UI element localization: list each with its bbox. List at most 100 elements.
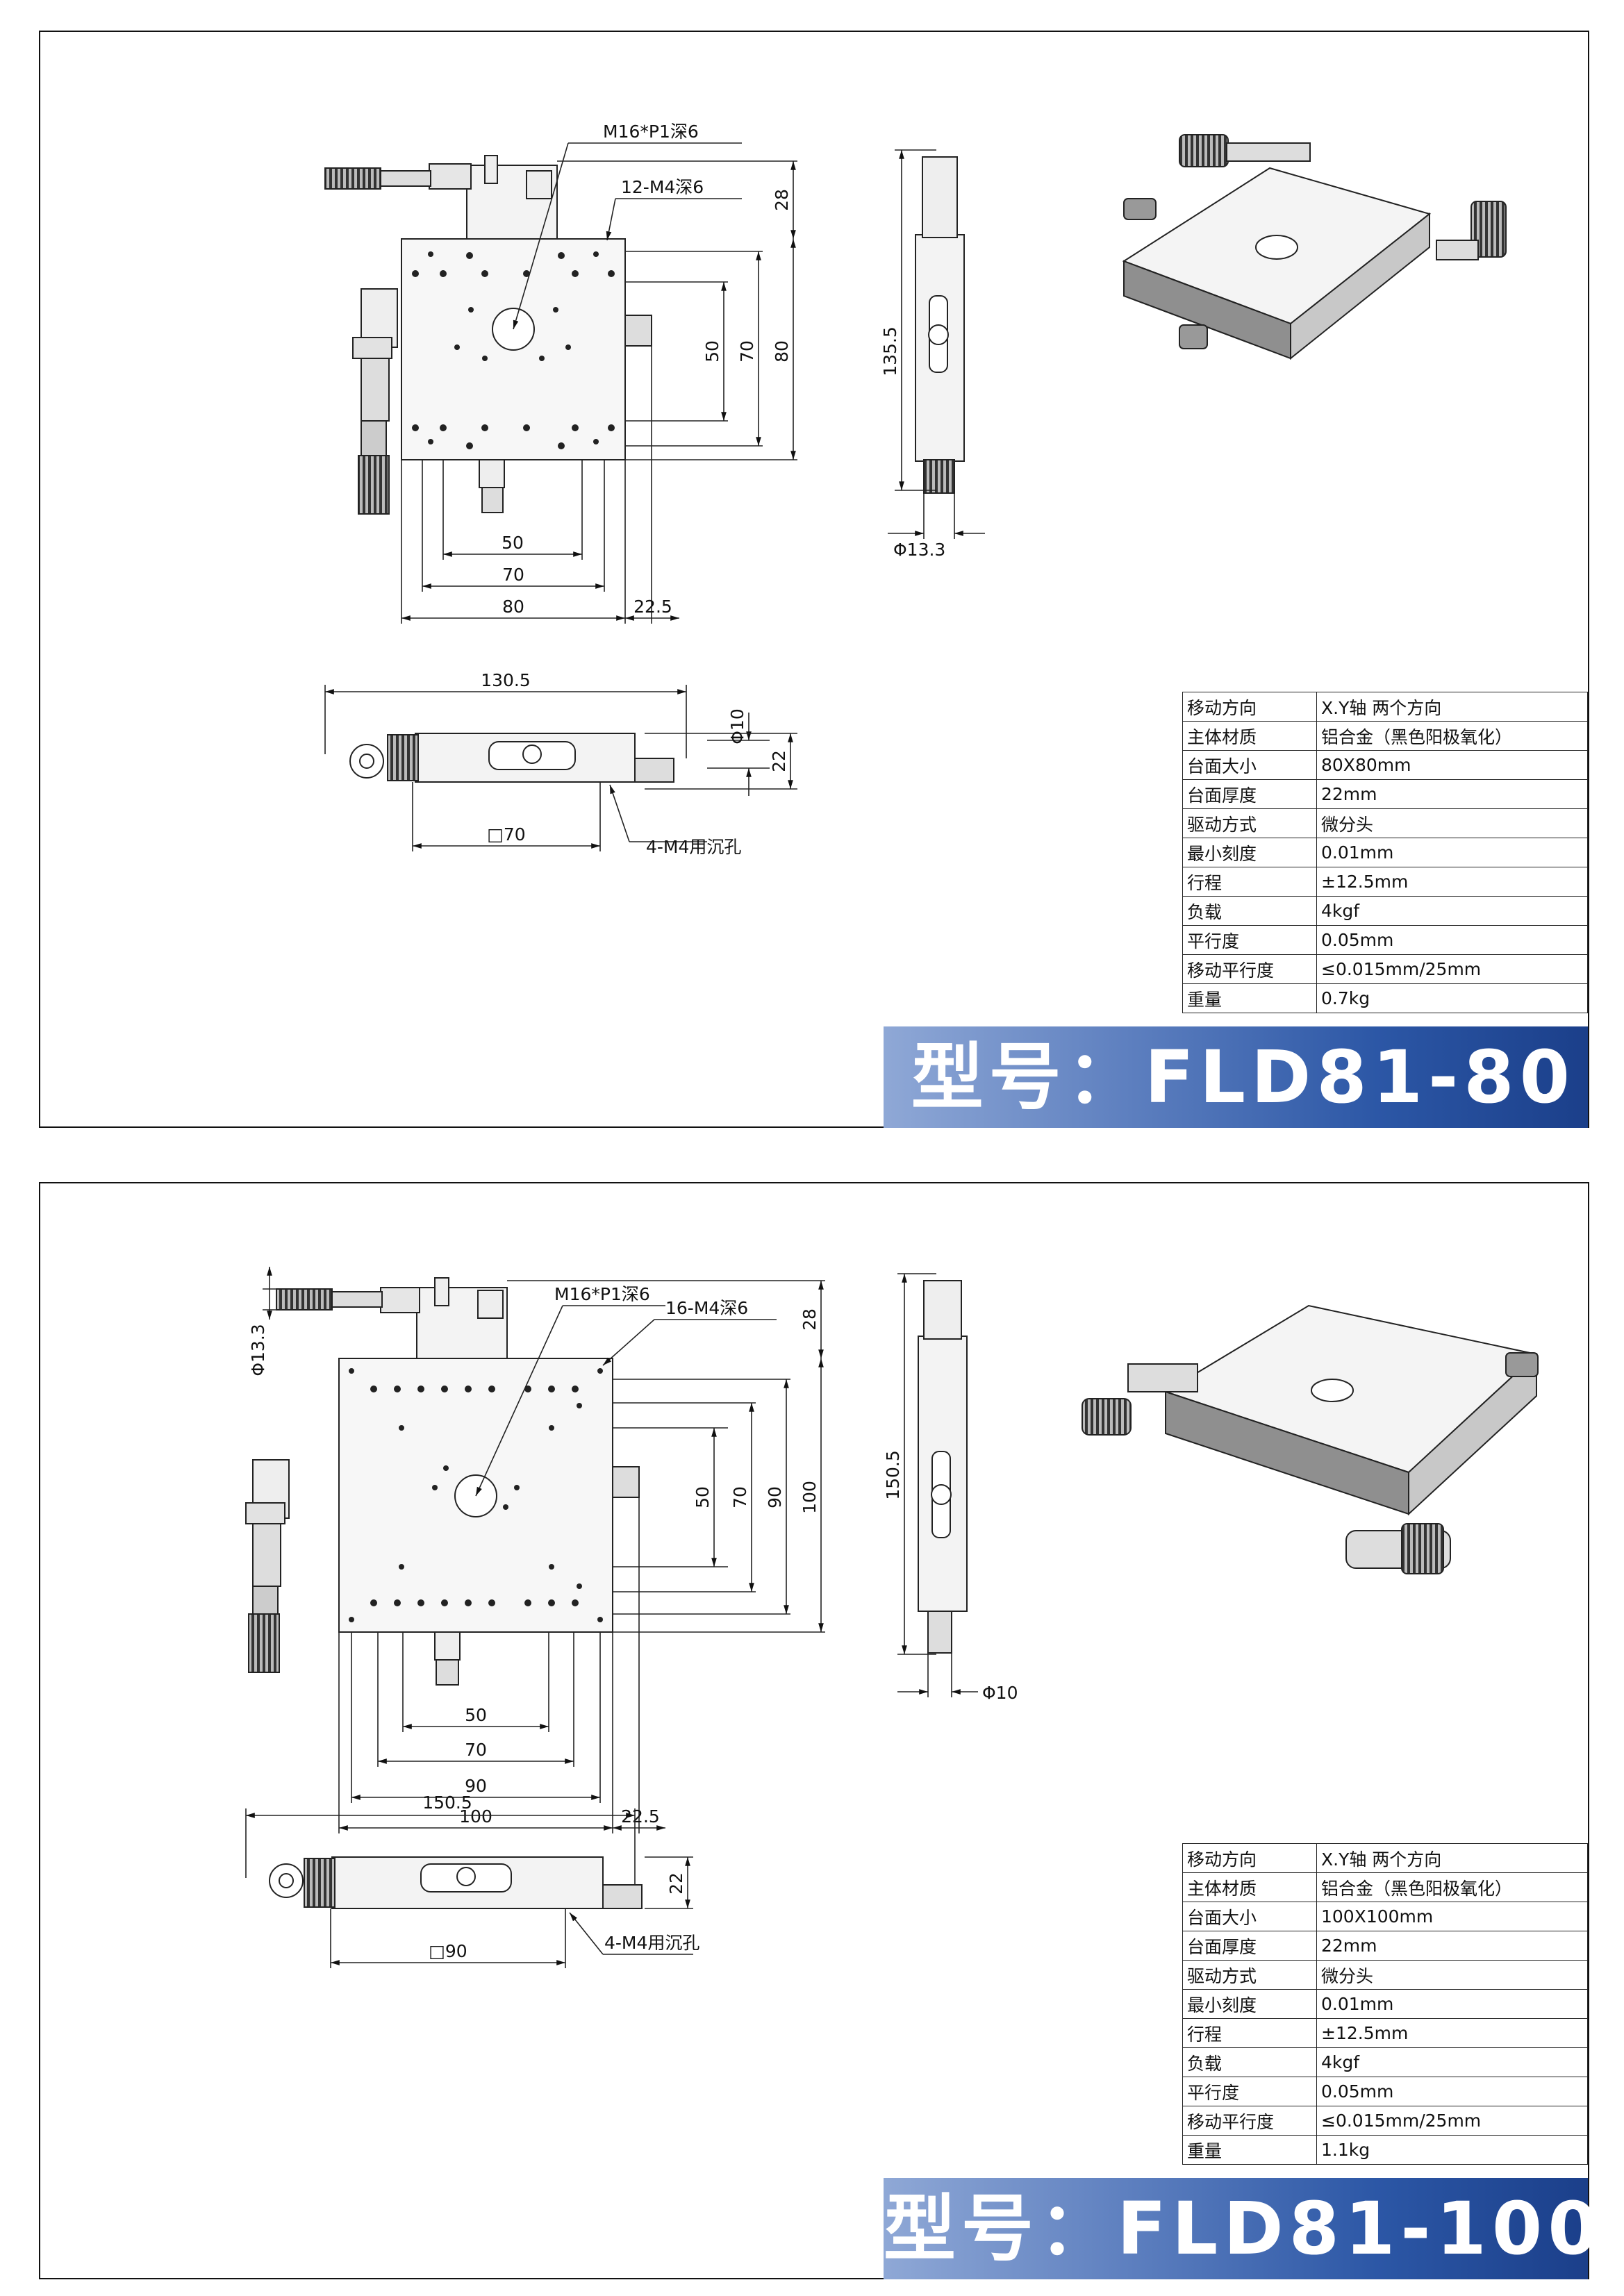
dim-label: 28 bbox=[799, 1308, 820, 1331]
dim-label: 50 bbox=[693, 1486, 713, 1508]
side-view bbox=[888, 149, 985, 539]
drawing-sheet-fld81-100: 50 70 90 100 22.5 50 70 90 100 28 Φ13.3 … bbox=[39, 1182, 1598, 2279]
spec-value: ≤0.015mm/25mm bbox=[1316, 954, 1588, 984]
spec-value: ±12.5mm bbox=[1316, 867, 1588, 897]
side-view-labels: 135.5 Φ13.3 bbox=[880, 326, 945, 560]
dim-label: 130.5 bbox=[481, 670, 531, 690]
spec-key: 平行度 bbox=[1182, 925, 1317, 955]
spec-row: 驱动方式微分头 bbox=[1182, 1960, 1588, 1990]
dim-label: 135.5 bbox=[880, 326, 900, 376]
dim-label: 70 bbox=[737, 340, 757, 363]
callout-tap: M16*P1深6 bbox=[554, 1284, 650, 1304]
dim-label: 70 bbox=[465, 1740, 487, 1760]
dim-label: 70 bbox=[730, 1486, 750, 1508]
model-banner: 型号：FLD81-80 bbox=[884, 1026, 1588, 1128]
dim-label: 90 bbox=[765, 1486, 785, 1508]
isometric-view bbox=[1122, 134, 1507, 360]
spec-key: 负载 bbox=[1182, 896, 1317, 926]
dim-label: Φ10 bbox=[982, 1683, 1018, 1703]
spec-row: 驱动方式微分头 bbox=[1182, 808, 1588, 838]
dim-label: 90 bbox=[465, 1776, 487, 1796]
dim-label: 80 bbox=[502, 597, 524, 617]
spec-value: 0.01mm bbox=[1316, 838, 1588, 867]
spec-value: 微分头 bbox=[1316, 808, 1588, 838]
dim-label: 150.5 bbox=[883, 1450, 903, 1500]
spec-row: 行程±12.5mm bbox=[1182, 867, 1588, 897]
dim-label: 70 bbox=[502, 565, 524, 585]
dim-label: 50 bbox=[502, 533, 524, 553]
spec-value: 0.05mm bbox=[1316, 2077, 1588, 2106]
spec-value: ±12.5mm bbox=[1316, 2018, 1588, 2048]
spec-key: 行程 bbox=[1182, 2018, 1317, 2048]
spec-row: 行程±12.5mm bbox=[1182, 2018, 1588, 2048]
spec-key: 主体材质 bbox=[1182, 721, 1317, 751]
spec-key: 平行度 bbox=[1182, 2077, 1317, 2106]
spec-key: 驱动方式 bbox=[1182, 1960, 1317, 1990]
dim-label: 80 bbox=[772, 340, 792, 363]
spec-value: 0.7kg bbox=[1316, 983, 1588, 1013]
spec-value: X.Y轴 两个方向 bbox=[1316, 1843, 1588, 1873]
spec-key: 台面厚度 bbox=[1182, 779, 1317, 809]
side-view-labels: 150.5 Φ10 bbox=[883, 1450, 1018, 1703]
front-view-fld81-80: 130.5 Φ10 22 □70 4-M4用沉孔 bbox=[324, 670, 797, 857]
spec-value: 0.05mm bbox=[1316, 925, 1588, 955]
technical-drawing-fld81-100: 50 70 90 100 22.5 50 70 90 100 28 Φ13.3 … bbox=[245, 1267, 1539, 1833]
spec-row: 移动平行度≤0.015mm/25mm bbox=[1182, 2106, 1588, 2136]
spec-key: 移动平行度 bbox=[1182, 2106, 1317, 2136]
spec-row: 主体材质铝合金（黑色阳极氧化） bbox=[1182, 721, 1588, 751]
spec-key: 最小刻度 bbox=[1182, 1989, 1317, 2019]
top-view-labels: 50 70 90 100 22.5 50 70 90 100 28 Φ13.3 … bbox=[248, 1284, 820, 1827]
spec-value: 微分头 bbox=[1316, 1960, 1588, 1990]
isometric-view bbox=[1082, 1304, 1539, 1574]
dim-label: 50 bbox=[465, 1705, 487, 1725]
side-view bbox=[897, 1273, 978, 1697]
dim-label: Φ10 bbox=[727, 708, 747, 744]
spec-value: 80X80mm bbox=[1316, 750, 1588, 780]
spec-key: 重量 bbox=[1182, 983, 1317, 1013]
callout-tap: M16*P1深6 bbox=[603, 122, 699, 142]
spec-row: 移动平行度≤0.015mm/25mm bbox=[1182, 954, 1588, 984]
dim-label: □70 bbox=[487, 824, 525, 845]
technical-drawing-fld81-80: 50 70 80 22.5 50 70 80 28 M16*P1深6 12-M4… bbox=[324, 122, 1507, 624]
spec-value: 100X100mm bbox=[1316, 1902, 1588, 1931]
spec-key: 移动方向 bbox=[1182, 692, 1317, 722]
spec-key: 最小刻度 bbox=[1182, 838, 1317, 867]
model-banner: 型号：FLD81-100 bbox=[884, 2178, 1598, 2279]
spec-key: 台面大小 bbox=[1182, 750, 1317, 780]
spec-key: 行程 bbox=[1182, 867, 1317, 897]
spec-key: 移动平行度 bbox=[1182, 954, 1317, 984]
front-view-fld81-100: 150.5 22 □90 4-M4用沉孔 bbox=[245, 1792, 699, 1968]
dim-label: Φ13.3 bbox=[248, 1324, 268, 1376]
top-view-labels: 50 70 80 22.5 50 70 80 28 M16*P1深6 12-M4… bbox=[502, 122, 792, 617]
dim-label: 22 bbox=[666, 1872, 686, 1895]
spec-value: 铝合金（黑色阳极氧化） bbox=[1316, 1872, 1588, 1902]
dim-label: 22 bbox=[769, 750, 789, 772]
dim-label: Φ13.3 bbox=[893, 540, 945, 560]
callout-holes: 16-M4深6 bbox=[665, 1298, 748, 1318]
dim-label: 50 bbox=[702, 340, 722, 363]
spec-value: 4kgf bbox=[1316, 2047, 1588, 2077]
drawing-sheet-fld81-80: 50 70 80 22.5 50 70 80 28 M16*P1深6 12-M4… bbox=[39, 31, 1589, 1128]
spec-key: 主体材质 bbox=[1182, 1872, 1317, 1902]
spec-value: ≤0.015mm/25mm bbox=[1316, 2106, 1588, 2136]
spec-key: 台面大小 bbox=[1182, 1902, 1317, 1931]
callout-counterbore: 4-M4用沉孔 bbox=[604, 1933, 699, 1953]
dim-label: 28 bbox=[772, 189, 792, 211]
callout-counterbore: 4-M4用沉孔 bbox=[646, 837, 741, 857]
spec-value: 22mm bbox=[1316, 1931, 1588, 1961]
dim-label: 100 bbox=[799, 1481, 820, 1514]
top-view bbox=[324, 155, 652, 515]
callout-holes: 12-M4深6 bbox=[621, 177, 704, 197]
top-view-dimensions bbox=[401, 142, 797, 624]
spec-value: 0.01mm bbox=[1316, 1989, 1588, 2019]
spec-key: 负载 bbox=[1182, 2047, 1317, 2077]
